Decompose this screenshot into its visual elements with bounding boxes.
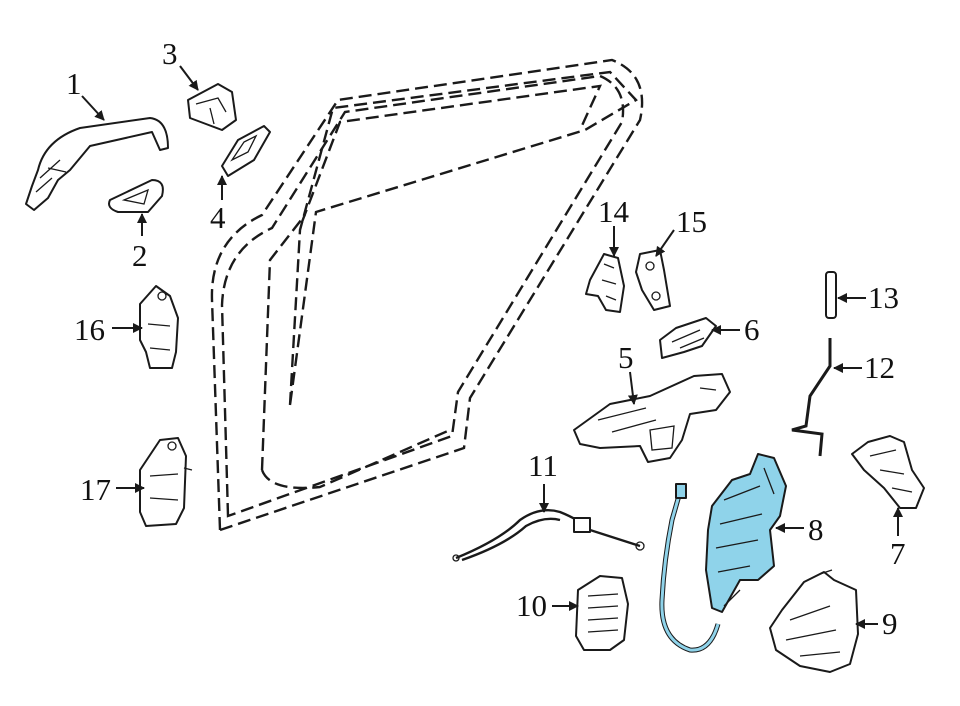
callout-12: 12	[864, 350, 895, 385]
callout-3: 3	[162, 36, 178, 71]
part-10-latch-cover	[575, 575, 629, 651]
callout-15: 15	[676, 204, 707, 239]
part-4-gasket	[221, 125, 271, 177]
callout-10: 10	[516, 588, 547, 623]
part-11-release-cable	[452, 509, 645, 562]
callout-1: 1	[66, 66, 82, 101]
part-8-door-latch	[659, 453, 787, 653]
callout-9: 9	[882, 606, 898, 641]
part-2-handle-bezel	[108, 179, 164, 213]
callout-2: 2	[132, 238, 148, 273]
callout-5: 5	[618, 340, 634, 375]
part-12-lock-rod	[791, 338, 832, 457]
part-17-lower-hinge	[139, 437, 193, 527]
callout-13: 13	[868, 280, 899, 315]
door-outline	[210, 58, 644, 532]
part-15-plate	[635, 249, 671, 311]
callout-8: 8	[808, 512, 824, 547]
part-14-bracket	[585, 253, 625, 313]
callout-6: 6	[744, 312, 760, 347]
part-1-exterior-handle	[25, 117, 169, 211]
callout-11: 11	[528, 448, 558, 483]
part-7-bracket	[851, 435, 925, 509]
part-16-upper-hinge	[139, 285, 179, 369]
part-3-cylinder-housing	[187, 83, 237, 131]
callout-14: 14	[598, 194, 630, 229]
part-9-latch-housing	[769, 569, 859, 673]
leader-lines	[81, 65, 903, 629]
callout-16: 16	[74, 312, 105, 347]
callout-4: 4	[210, 200, 226, 235]
callout-labels: 1 2 3 4 5 6 7 8 9 10 11 12 13 14 15 16 1…	[66, 36, 906, 641]
part-5-handle-carrier	[573, 373, 731, 463]
part-13-pin	[825, 271, 837, 319]
part-6-bracket	[659, 317, 717, 359]
callout-17: 17	[80, 472, 111, 507]
callout-7: 7	[890, 536, 906, 571]
